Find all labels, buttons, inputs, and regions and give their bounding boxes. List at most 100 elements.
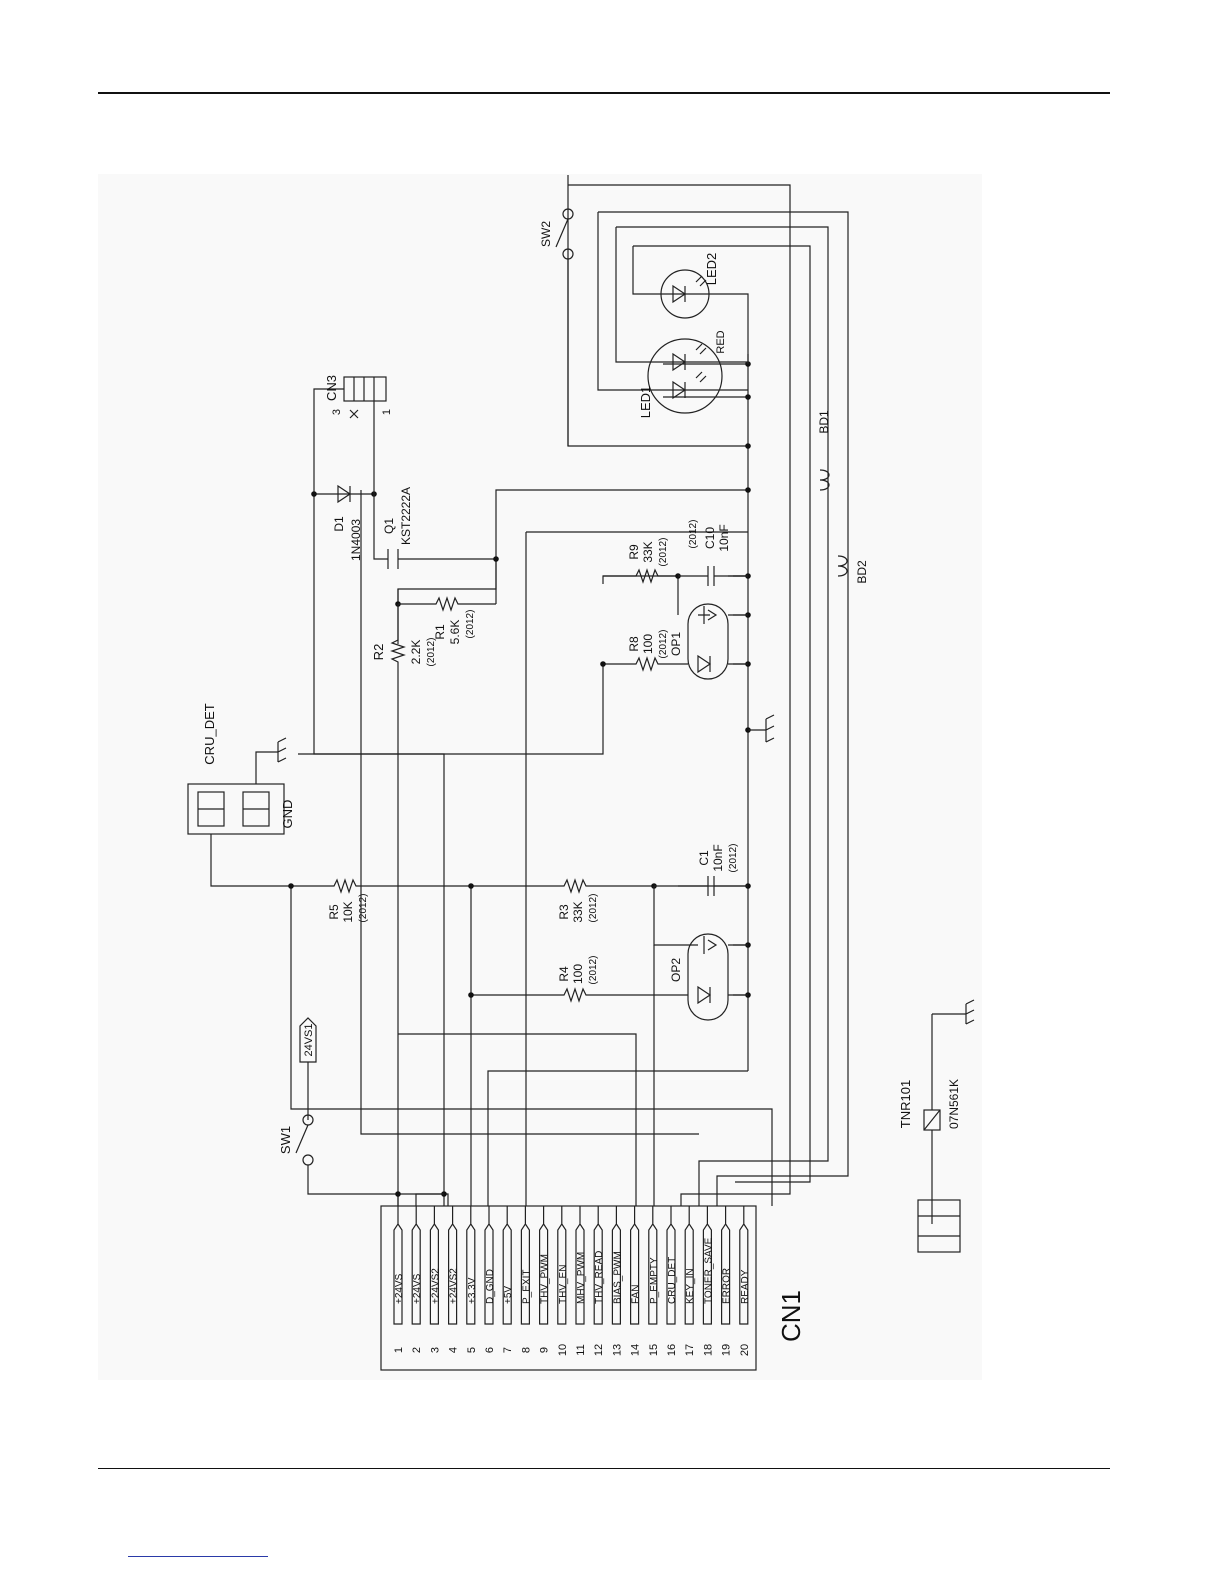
cn1-pin-number: 6 xyxy=(484,1347,496,1353)
led1-label: LED1 xyxy=(638,386,653,419)
cn1-pin-shape xyxy=(557,1206,567,1325)
cn1-pin-label: THV_EN xyxy=(558,1265,569,1304)
d1-part: 1N4003 xyxy=(349,519,363,561)
cn1-pin-shape xyxy=(484,1206,494,1325)
r2-value: 2.2K xyxy=(409,640,423,665)
switch-sw2: SW2 xyxy=(539,184,791,1206)
cn1-pin-number: 3 xyxy=(429,1347,441,1353)
cn1-pin-label: P_EMPTY xyxy=(649,1257,660,1304)
cn1-pin-number: 11 xyxy=(575,1344,587,1355)
cn1-pin-number: 19 xyxy=(721,1344,733,1356)
cn1-pin-label: +24VS xyxy=(412,1273,423,1304)
cn1-pin-label: +24VS xyxy=(394,1273,405,1304)
r5-package: (2012) xyxy=(358,894,369,923)
tnr101-label: TNR101 xyxy=(898,1080,913,1128)
c1-label: C1 xyxy=(697,850,711,866)
cn1-pin-number: 4 xyxy=(448,1347,460,1353)
varistor-tnr101: TNR101 07N561K xyxy=(898,999,975,1253)
footer-rule xyxy=(98,1468,1110,1469)
cn1-pin-label: P_EXIT xyxy=(521,1270,532,1304)
cn1-pin-label: TONER_SAVE xyxy=(703,1237,714,1304)
led1-body xyxy=(647,338,723,414)
schematic-diagram: +24VS1+24VS2+24VS23+24VS24+3.3V5D_GND6+5… xyxy=(98,174,982,1380)
cn1-pin-shape xyxy=(739,1206,749,1325)
r9-label: R9 xyxy=(627,544,641,560)
switch-sw1: SW1 24VS1 xyxy=(278,1017,449,1206)
connector-cn1: +24VS1+24VS2+24VS23+24VS24+3.3V5D_GND6+5… xyxy=(380,1205,806,1371)
c10-package: (2012) xyxy=(688,520,699,549)
r1-label: R1 xyxy=(433,624,447,640)
footer-link-underline xyxy=(128,1556,268,1557)
r3-value: 33K xyxy=(571,901,585,922)
cru-det-connector: CRU_DET GND xyxy=(187,703,295,887)
tnr101-part: 07N561K xyxy=(947,1079,961,1129)
sw2-label: SW2 xyxy=(539,221,553,247)
cn1-pin-shape xyxy=(593,1206,603,1325)
cn1-pin-shape xyxy=(393,1206,403,1325)
cn1-pin-number: 20 xyxy=(739,1344,751,1356)
c10-label: C10 xyxy=(703,527,717,549)
r4-label: R4 xyxy=(557,966,571,982)
cn1-pin-label: KEY_IN xyxy=(685,1268,696,1304)
24vs1-label: 24VS1 xyxy=(303,1023,315,1056)
optocoupler-op1: OP1 R8 100 (2012) R9 33K (2012) xyxy=(298,531,748,1206)
cn1-pin-number: 18 xyxy=(702,1344,714,1356)
cn1-pin-label: THV_READ xyxy=(594,1251,605,1304)
q1-part: KST2222A xyxy=(399,487,413,545)
c1-value: 10nF xyxy=(711,844,725,871)
ferrite-bead-bd2: BD2 xyxy=(837,555,869,584)
cn1-pin-label: +24VS2 xyxy=(449,1268,460,1304)
cn1-pin-label: FAN xyxy=(631,1285,642,1304)
cn1-pin-label: CRU_DET xyxy=(667,1257,678,1304)
wire-fan xyxy=(398,1033,637,1206)
r8-value: 100 xyxy=(641,634,655,654)
resistor-r3: R3 33K (2012) xyxy=(468,878,657,1206)
cn3-label: CN3 xyxy=(324,375,339,401)
cn1-pin-label: MHV_PWM xyxy=(576,1252,587,1304)
diode-d1: D1 1N4003 xyxy=(311,484,377,561)
header-rule xyxy=(98,92,1110,94)
cn1-pin-number: 8 xyxy=(520,1347,532,1353)
r8-label: R8 xyxy=(627,636,641,652)
gnd-label: GND xyxy=(280,800,295,829)
cn1-pin-label: +24VS2 xyxy=(430,1268,441,1304)
cn1-pin-number: 14 xyxy=(630,1344,642,1356)
led1-red-label: RED xyxy=(715,330,727,353)
r3-label: R3 xyxy=(557,904,571,920)
cn1-pin-shape xyxy=(448,1206,458,1325)
cn1-pin-label: BIAS_PWM xyxy=(612,1251,623,1304)
cn1-pin-number: 1 xyxy=(393,1347,405,1353)
r2-label: R2 xyxy=(371,644,386,661)
cn1-pin-label: +5V xyxy=(503,1286,514,1304)
cru-det-label: CRU_DET xyxy=(202,703,217,764)
r5-value: 10K xyxy=(341,901,355,922)
cn1-label: CN1 xyxy=(776,1290,806,1342)
bd2-label: BD2 xyxy=(855,560,869,584)
capacitor-c1: C1 10nF (2012) xyxy=(654,844,748,896)
cn1-pin-shape xyxy=(684,1206,694,1325)
r9-package: (2012) xyxy=(658,538,669,567)
c10-value: 10nF xyxy=(717,524,731,551)
c1-package: (2012) xyxy=(728,844,739,873)
optocoupler-op2: OP2 R4 100 (2012) xyxy=(468,886,748,1206)
cn1-pin-label: +3.3V xyxy=(467,1277,478,1304)
r1-package: (2012) xyxy=(465,610,476,639)
cn1-pin-shape xyxy=(411,1206,421,1325)
cn1-pin-shape xyxy=(721,1206,731,1325)
wire-key-in xyxy=(360,490,699,1135)
r8-package: (2012) xyxy=(658,630,669,659)
cn3-pin1: 1 xyxy=(381,409,393,415)
cn1-pin-shape xyxy=(666,1206,676,1325)
cn1-pin-shape xyxy=(466,1206,476,1325)
cn1-pin-shape xyxy=(575,1206,585,1325)
cn1-pin-number: 10 xyxy=(557,1344,569,1356)
sw1-label: SW1 xyxy=(278,1126,293,1154)
cn1-pin-label: ERROR xyxy=(722,1268,733,1304)
op1-label: OP1 xyxy=(669,632,683,656)
cn1-pin-number: 12 xyxy=(593,1344,605,1356)
cn1-pin-number: 7 xyxy=(502,1347,514,1353)
q1-label: Q1 xyxy=(382,518,396,534)
cn1-pin-shape xyxy=(539,1206,549,1325)
cn3-pin3: 3 xyxy=(331,409,343,415)
r4-value: 100 xyxy=(571,964,585,984)
